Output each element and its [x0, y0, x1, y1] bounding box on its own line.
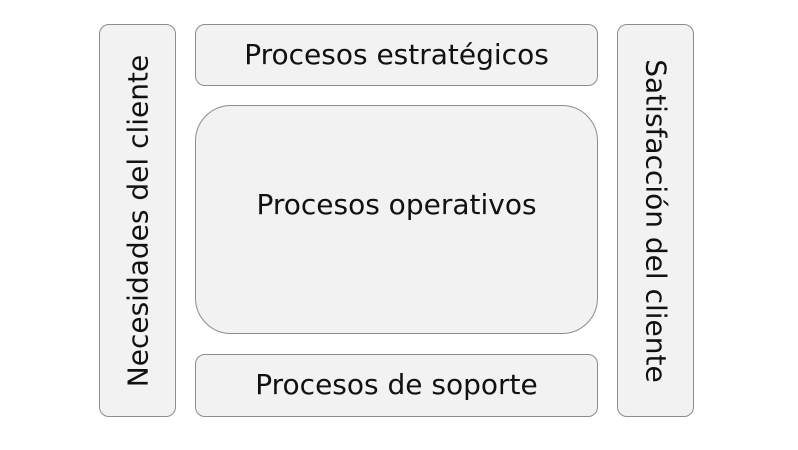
- customer-satisfaction-label: Satisfacción del cliente: [639, 58, 672, 383]
- customer-needs-box: Necesidades del cliente: [99, 24, 176, 417]
- operational-processes-label: Procesos operativos: [256, 188, 537, 221]
- customer-needs-label: Necesidades del cliente: [121, 54, 154, 387]
- support-processes-label: Procesos de soporte: [255, 368, 538, 401]
- operational-processes-box: Procesos operativos: [195, 105, 598, 334]
- strategic-processes-box: Procesos estratégicos: [195, 24, 598, 86]
- customer-satisfaction-box: Satisfacción del cliente: [617, 24, 694, 417]
- support-processes-box: Procesos de soporte: [195, 354, 598, 417]
- strategic-processes-label: Procesos estratégicos: [244, 37, 549, 71]
